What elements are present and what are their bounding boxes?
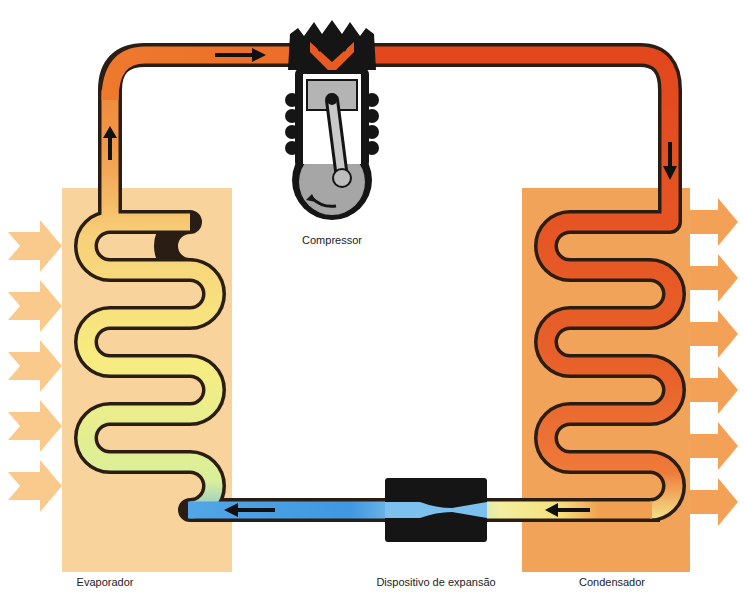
compressor-symbol xyxy=(285,20,379,220)
part-label: Dispositivo de expansão xyxy=(376,576,495,589)
part-label: Condensador xyxy=(579,576,645,589)
part-label: Compressor xyxy=(302,234,362,247)
flow-arrows xyxy=(103,48,677,517)
pipe-fluid xyxy=(86,55,674,510)
part-label: Evaporador xyxy=(77,576,134,589)
air-out-arrows xyxy=(690,198,738,526)
expansion-valve xyxy=(385,478,487,542)
pipe-outline xyxy=(86,55,674,510)
air-in-arrows xyxy=(8,220,62,512)
